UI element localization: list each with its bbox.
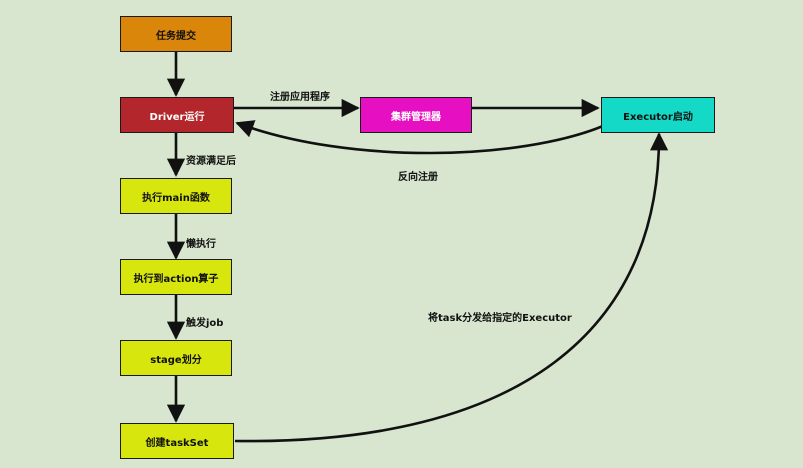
edge-label-resources-ready: 资源满足后 — [186, 156, 236, 167]
node-cluster-manager-label: 集群管理器 — [391, 111, 441, 123]
node-run-action-label: 执行到action算子 — [133, 273, 219, 285]
node-create-taskset-label: 创建taskSet — [145, 437, 209, 449]
node-executor-start-label: Executor启动 — [623, 111, 693, 123]
node-stage-split: stage划分 — [120, 340, 232, 376]
edge-label-dispatch-task: 将task分发给指定的Executor — [428, 313, 572, 324]
node-run-main: 执行main函数 — [120, 178, 232, 214]
node-task-submit: 任务提交 — [120, 16, 232, 52]
edge-taskset-executor — [234, 132, 669, 443]
node-executor-start: Executor启动 — [601, 97, 715, 133]
node-create-taskset: 创建taskSet — [120, 423, 234, 459]
edge-executor-driver — [235, 120, 604, 155]
node-stage-split-label: stage划分 — [150, 354, 202, 366]
node-task-submit-label: 任务提交 — [156, 30, 196, 42]
edge-label-reverse-register: 反向注册 — [398, 172, 438, 183]
edge-label-trigger-job: 触发job — [186, 318, 224, 329]
node-driver-run: Driver运行 — [120, 97, 234, 133]
node-cluster-manager: 集群管理器 — [360, 97, 472, 133]
node-driver-run-label: Driver运行 — [149, 111, 205, 123]
node-run-main-label: 执行main函数 — [142, 192, 210, 204]
edge-label-register-app: 注册应用程序 — [270, 92, 330, 103]
node-run-action: 执行到action算子 — [120, 259, 232, 295]
edge-label-lazy-exec: 懒执行 — [186, 239, 216, 250]
